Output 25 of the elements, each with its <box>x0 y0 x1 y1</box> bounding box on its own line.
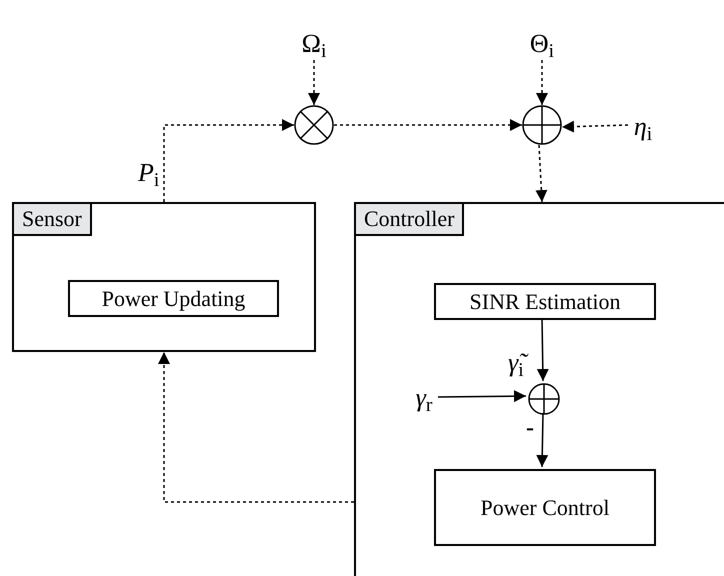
sensor-block <box>12 202 316 352</box>
minus-sign: - <box>526 416 534 440</box>
arrow <box>438 390 526 402</box>
arrow <box>536 318 549 382</box>
controller-block <box>354 202 724 576</box>
arrow <box>158 352 354 503</box>
box-label: Power Updating <box>102 288 246 310</box>
arrow <box>536 412 548 468</box>
arrow <box>536 60 548 105</box>
signal-label: γ$_{r}$ <box>416 385 432 411</box>
arrow <box>562 120 628 133</box>
arrow <box>308 60 320 105</box>
signal-label: Θ$_{i}$ <box>530 31 554 57</box>
block-title: Sensor <box>14 204 92 236</box>
process-box <box>68 280 279 317</box>
box-label: Power Control <box>480 496 610 518</box>
block-title: Controller <box>356 204 464 236</box>
arrow <box>163 119 294 202</box>
arrow <box>334 119 522 131</box>
signal-label: η$_{i}$ <box>634 114 652 140</box>
signal-label: Ω$_{i}$ <box>302 31 326 57</box>
box-label: SINR Estimation <box>470 290 620 312</box>
arrow <box>535 144 548 202</box>
process-box <box>434 469 656 546</box>
process-box <box>434 283 656 320</box>
